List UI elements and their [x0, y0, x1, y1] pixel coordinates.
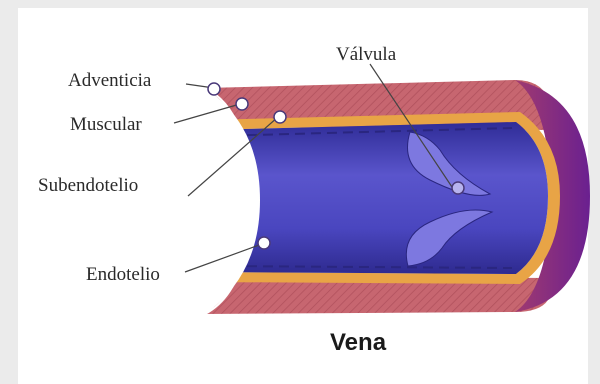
marker-adventicia	[208, 83, 220, 95]
diagram-title: Vena	[330, 329, 387, 356]
marker-subendotelio	[274, 111, 286, 123]
label-endotelio: Endotelio	[86, 264, 160, 285]
marker-valvula	[452, 182, 464, 194]
marker-endotelio	[258, 237, 270, 249]
label-valvula: Válvula	[336, 44, 397, 65]
label-subendotelio: Subendotelio	[38, 175, 138, 196]
label-adventicia: Adventicia	[68, 70, 152, 91]
marker-muscular	[236, 98, 248, 110]
label-muscular: Muscular	[70, 114, 142, 135]
